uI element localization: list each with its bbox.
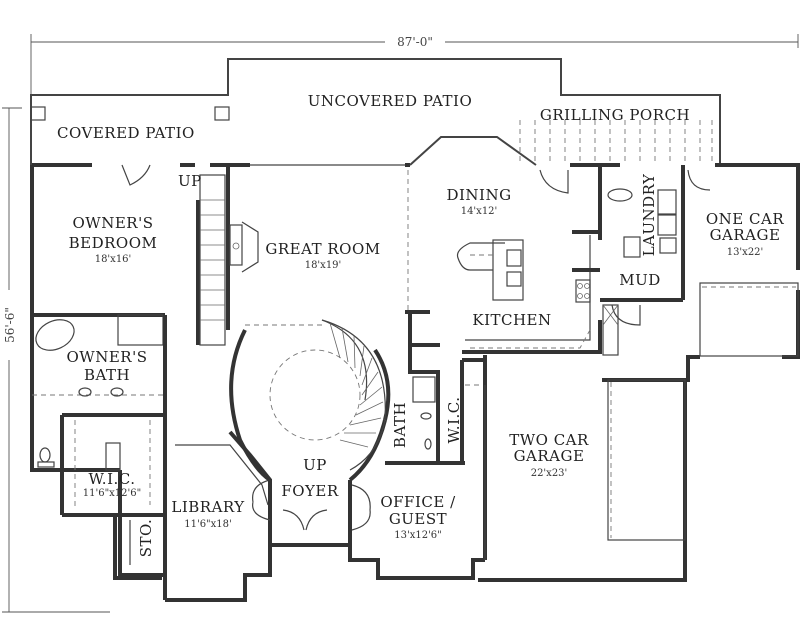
uncovered-patio-label: UNCOVERED PATIO	[308, 92, 473, 110]
laundry-label: LAUNDRY	[640, 173, 658, 256]
owners-wic-size: 11'6"x12'6"	[83, 488, 142, 499]
overall-depth-label: 56'-6"	[3, 307, 17, 343]
office-guest-size: 13'x12'6"	[394, 530, 442, 541]
owners-bedroom-label-line1: OWNER'S	[73, 214, 154, 232]
office-guest-label-line1: OFFICE /	[380, 493, 456, 511]
kitchen-label: KITCHEN	[472, 311, 551, 329]
width-dimension: 87'-0"	[30, 34, 799, 95]
owners-bedroom-label-line2: BEDROOM	[69, 234, 158, 252]
dining-size: 14'x12'	[461, 206, 498, 217]
wic-label: W.I.C.	[445, 397, 463, 444]
patio-outline	[30, 58, 721, 165]
fireplace	[229, 221, 259, 273]
one-car-garage-label-line1: ONE CAR	[706, 210, 784, 228]
one-car-garage-size: 13'x22'	[727, 247, 764, 258]
mud-label: MUD	[619, 271, 661, 289]
grilling-porch-label: GRILLING PORCH	[540, 106, 690, 124]
overall-width-label: 87'-0"	[397, 35, 433, 49]
owners-bath-label-line1: OWNER'S	[67, 348, 148, 366]
bath-label: BATH	[391, 402, 409, 448]
one-car-garage-label-line2: GARAGE	[710, 226, 781, 244]
great-room-label: GREAT ROOM	[265, 240, 380, 258]
owners-bath-label-line2: BATH	[84, 366, 130, 384]
covered-patio-label: COVERED PATIO	[57, 124, 195, 142]
kitchen-walls	[405, 169, 602, 354]
great-room-size: 18'x19'	[305, 260, 342, 271]
two-car-garage-label-line1: TWO CAR	[509, 431, 589, 449]
foyer-stair	[229, 319, 391, 547]
two-car-garage-label-line2: GARAGE	[514, 447, 585, 465]
owners-bedroom-walls	[32, 164, 230, 346]
library-size: 11'6"x18'	[184, 519, 232, 530]
two-car-garage-size: 22'x23'	[531, 468, 568, 479]
owners-wic-label: W.I.C.	[89, 470, 136, 488]
foyer-stair-up-label: UP	[303, 456, 327, 474]
library-label: LIBRARY	[171, 498, 245, 516]
two-car-garage	[484, 379, 686, 560]
owners-wic	[60, 415, 165, 517]
depth-dimension: 56'-6"	[2, 107, 110, 613]
storage-walls	[113, 515, 162, 580]
pergola	[519, 120, 713, 165]
office-walls	[348, 480, 371, 545]
laundry-mud	[598, 165, 685, 356]
rear-stair-up-label: UP	[178, 172, 202, 190]
office-guest-label-line2: GUEST	[389, 510, 447, 528]
storage-label: STO.	[137, 519, 155, 557]
one-car-garage	[687, 169, 799, 357]
foyer-label: FOYER	[281, 482, 339, 500]
dining-label: DINING	[446, 186, 511, 204]
owners-bedroom-size: 18'x16'	[95, 254, 132, 265]
